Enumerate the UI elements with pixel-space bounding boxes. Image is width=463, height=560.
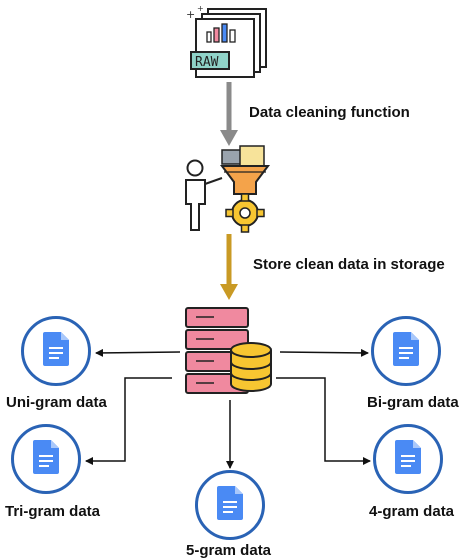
svg-text:+: +	[197, 4, 204, 13]
connector-unigram	[95, 348, 181, 357]
person-funnel-gear-icon	[185, 145, 270, 233]
svg-text:+: +	[186, 8, 195, 21]
connector-trigram	[85, 377, 172, 465]
fivegram-document-icon	[195, 470, 265, 540]
raw-documents-icon: + + RAW	[186, 4, 267, 78]
raw-badge-text: RAW	[195, 55, 219, 70]
unigram-label: Uni-gram data	[6, 394, 107, 411]
fourgram-label: 4-gram data	[369, 503, 455, 520]
server-database-icon	[185, 307, 272, 394]
storage-arrow	[220, 234, 238, 300]
connector-fourgram	[276, 377, 371, 465]
cleaning-arrow	[220, 82, 238, 146]
storage-step-label: Store clean data in storage	[253, 256, 445, 273]
trigram-document-icon	[11, 424, 81, 494]
bigram-label: Bi-gram data	[367, 394, 459, 411]
fivegram-label: 5-gram data	[186, 542, 272, 559]
connector-bigram	[279, 348, 369, 357]
trigram-label: Tri-gram data	[5, 503, 101, 520]
unigram-document-icon	[21, 316, 91, 386]
cleaning-step-label: Data cleaning function	[249, 104, 410, 121]
fourgram-document-icon	[373, 424, 443, 494]
bigram-document-icon	[371, 316, 441, 386]
